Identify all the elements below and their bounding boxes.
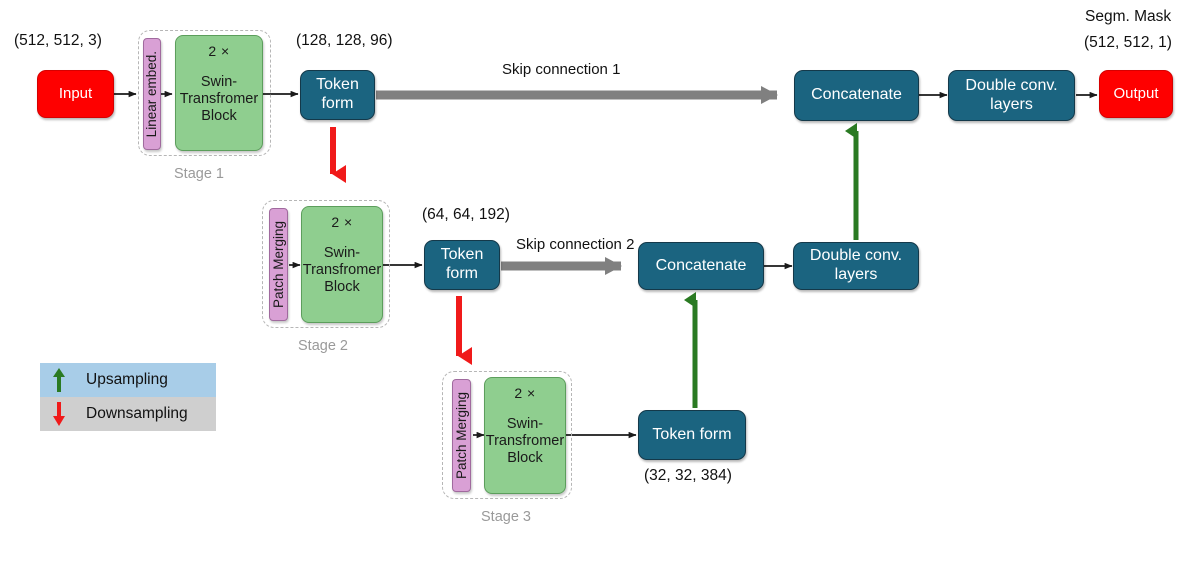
double-conv-block-2[interactable]: Double conv. layers — [793, 242, 919, 290]
stage-2-group — [262, 200, 390, 328]
arrow-up-icon — [40, 363, 78, 397]
legend-upsampling-label: Upsampling — [86, 371, 168, 388]
linear-embed-block[interactable]: Linear embed. — [143, 38, 161, 150]
swin-block-3-multiplier: 2 × — [514, 385, 536, 401]
swin-block-3-label: Swin- Transfromer Block — [485, 415, 565, 466]
legend-downsampling-label: Downsampling — [86, 405, 188, 422]
swin-block-1-label: Swin- Transfromer Block — [179, 73, 259, 124]
skip-connection-2-label: Skip connection 2 — [516, 236, 635, 253]
stage1-output-shape-label: (128, 128, 96) — [296, 32, 393, 49]
stage-2-label: Stage 2 — [298, 338, 348, 354]
swin-block-2-multiplier: 2 × — [331, 214, 353, 230]
stage3-output-shape-label: (32, 32, 384) — [644, 467, 732, 484]
legend-row-downsampling: Downsampling — [40, 397, 216, 431]
token-form-block-3[interactable]: Token form — [638, 410, 746, 460]
concatenate-block-1[interactable]: Concatenate — [794, 70, 919, 121]
swin-transformer-block-1[interactable]: 2 × Swin- Transfromer Block — [175, 35, 263, 151]
output-title-label: Segm. Mask — [1085, 8, 1172, 25]
legend-row-upsampling: Upsampling — [40, 363, 216, 397]
arrow-down-icon — [40, 397, 78, 431]
swin-transformer-block-2[interactable]: 2 × Swin- Transfromer Block — [301, 206, 383, 323]
input-block[interactable]: Input — [37, 70, 114, 118]
stage-3-group — [442, 371, 572, 499]
legend: Upsampling Downsampling — [40, 363, 216, 431]
stage-1-group — [138, 30, 271, 156]
output-shape-label: (512, 512, 1) — [1084, 34, 1172, 51]
stage2-output-shape-label: (64, 64, 192) — [422, 206, 510, 223]
token-form-block-2[interactable]: Token form — [424, 240, 500, 290]
swin-block-1-multiplier: 2 × — [208, 43, 230, 59]
patch-merging-block-2[interactable]: Patch Merging — [269, 208, 288, 321]
double-conv-block-1[interactable]: Double conv. layers — [948, 70, 1075, 121]
concatenate-block-2[interactable]: Concatenate — [638, 242, 764, 290]
input-shape-label: (512, 512, 3) — [14, 32, 102, 49]
patch-merging-block-3[interactable]: Patch Merging — [452, 379, 471, 492]
token-form-block-1[interactable]: Token form — [300, 70, 375, 120]
swin-block-2-label: Swin- Transfromer Block — [302, 244, 382, 295]
patch-merging-2-label: Patch Merging — [270, 220, 286, 309]
linear-embed-label: Linear embed. — [144, 50, 160, 138]
output-block[interactable]: Output — [1099, 70, 1173, 118]
stage-3-label: Stage 3 — [481, 509, 531, 525]
skip-connection-1-label: Skip connection 1 — [502, 61, 621, 78]
patch-merging-3-label: Patch Merging — [453, 391, 469, 480]
swin-transformer-block-3[interactable]: 2 × Swin- Transfromer Block — [484, 377, 566, 494]
stage-1-label: Stage 1 — [174, 166, 224, 182]
